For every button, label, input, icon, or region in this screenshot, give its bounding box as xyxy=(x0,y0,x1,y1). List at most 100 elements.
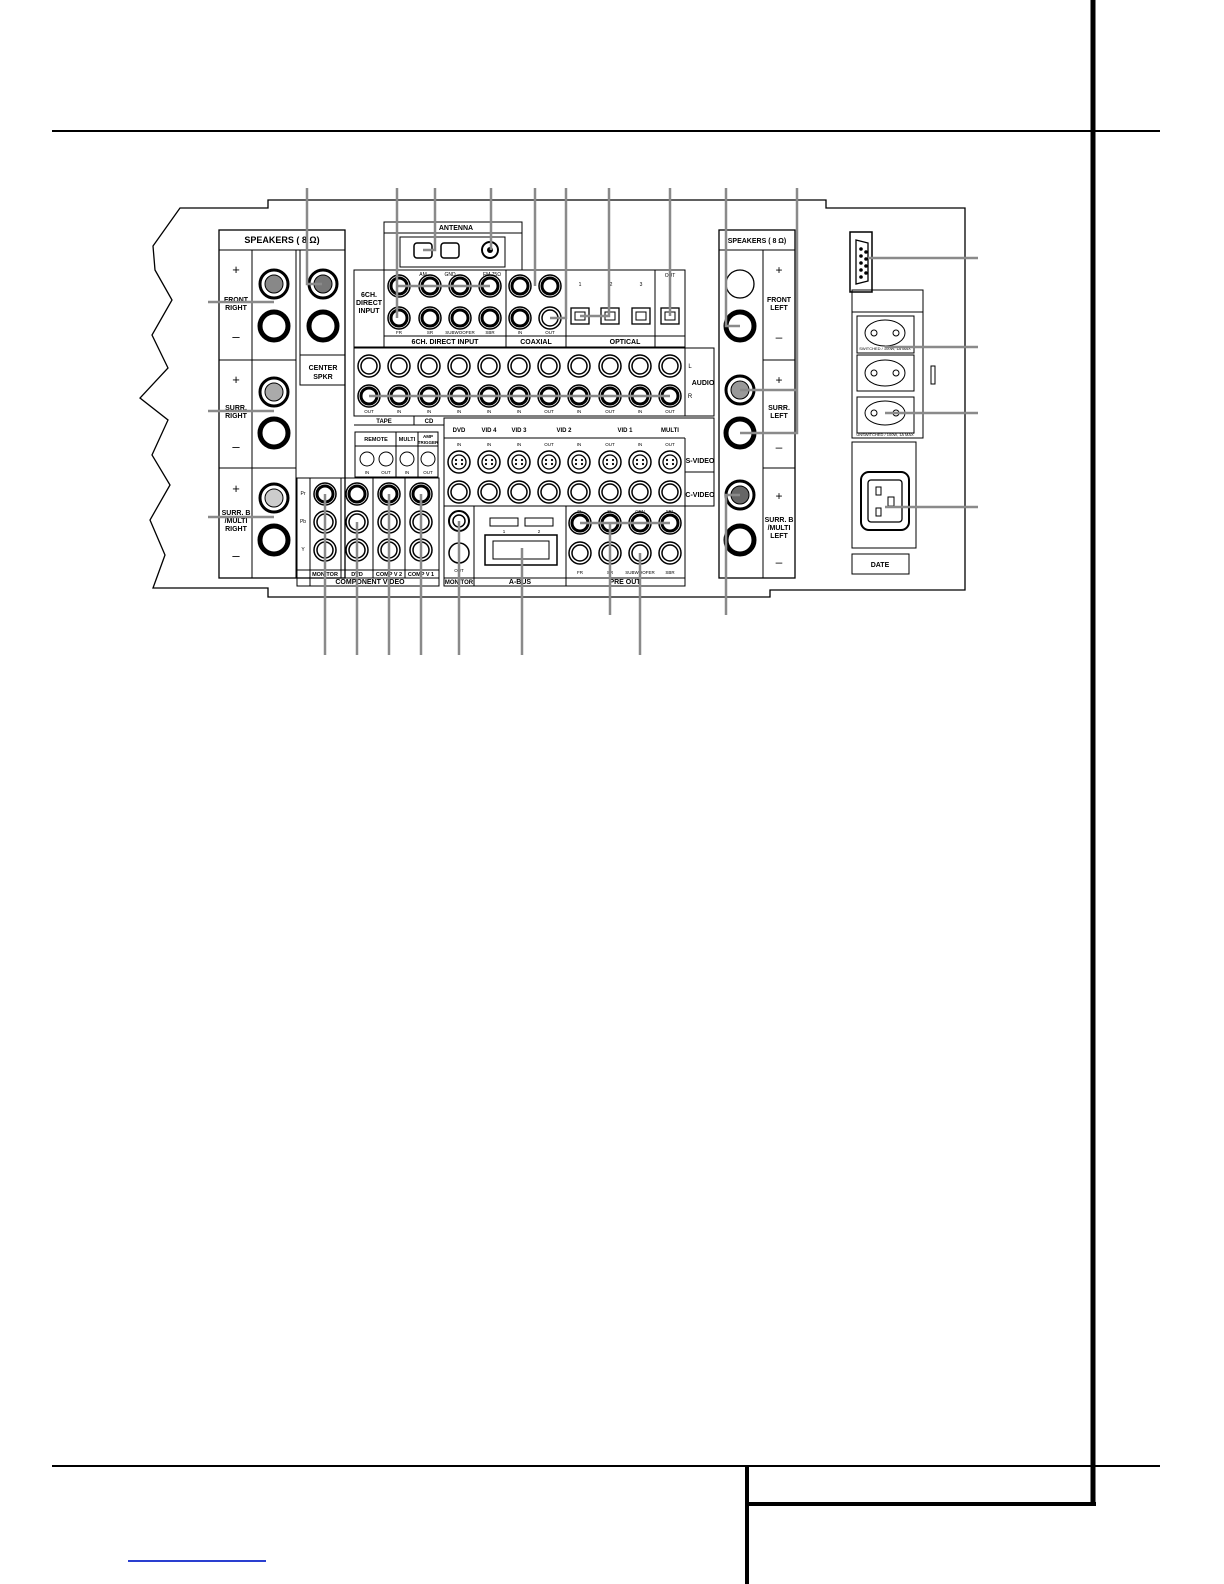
svg-text:AM: AM xyxy=(419,272,427,278)
io-label: IN xyxy=(427,409,432,414)
rca-jack-inner xyxy=(601,357,619,375)
svideo-pin xyxy=(671,458,675,462)
digital-and-6ch-block: 6CH. DIRECT INPUT 6CH. DIRECT INPUT COAX… xyxy=(353,269,686,348)
rca-jack-inner xyxy=(540,483,558,501)
svideo-jack-inner xyxy=(541,454,557,470)
svg-text:1: 1 xyxy=(503,529,506,534)
front-left-label: FRONT xyxy=(767,297,792,304)
component-video-block: Pr Pb Y MONITOR DVD COMP V 2 COMP V 1 CO… xyxy=(296,477,440,587)
source-dvd: DVD xyxy=(453,428,466,434)
minus-sign: – xyxy=(232,439,240,454)
svg-text:INPUT: INPUT xyxy=(359,308,381,315)
svideo-pin xyxy=(544,462,548,466)
rca-jack-inner xyxy=(347,484,367,504)
svg-text:SR: SR xyxy=(427,330,434,335)
abus-label: A-BUS xyxy=(509,579,531,586)
source-io-label: IN xyxy=(487,442,492,447)
front-right-label: FRONT xyxy=(224,297,249,304)
svideo-pin xyxy=(580,462,584,466)
source-io-label: IN xyxy=(638,442,643,447)
svg-text:3: 3 xyxy=(640,282,643,288)
svideo-jack-inner xyxy=(662,454,678,470)
rca-jack-inner xyxy=(420,357,438,375)
svideo-pin xyxy=(484,458,488,462)
svideo-pin xyxy=(460,458,464,462)
date-label: DATE xyxy=(871,562,890,569)
callout-line xyxy=(423,188,437,252)
source-vid4: VID 4 xyxy=(481,428,497,434)
svideo-jack-inner xyxy=(632,454,648,470)
rca-jack-inner xyxy=(450,308,470,328)
svg-text:SPKR: SPKR xyxy=(313,374,332,381)
svg-text:OUT: OUT xyxy=(545,330,555,335)
footer-link-underline[interactable] xyxy=(128,1560,266,1562)
svideo-pin xyxy=(514,458,518,462)
svg-text:IN: IN xyxy=(365,470,370,475)
source-io-label: IN xyxy=(517,442,522,447)
svg-text:OUT: OUT xyxy=(423,470,433,475)
svg-text:RIGHT: RIGHT xyxy=(225,305,248,312)
rca-jack-inner xyxy=(661,544,679,562)
io-label: OUT xyxy=(665,409,675,414)
svideo-jack-inner xyxy=(602,454,618,470)
io-label: IN xyxy=(487,409,492,414)
svideo-pin xyxy=(484,462,488,466)
rca-jack-inner xyxy=(389,308,409,328)
svg-text:IN: IN xyxy=(518,330,523,335)
svideo-pin xyxy=(490,462,494,466)
svg-text:L: L xyxy=(688,364,692,370)
multi-label: MULTI xyxy=(399,437,416,443)
svideo-pin xyxy=(641,462,645,466)
callout-leaders xyxy=(208,188,978,655)
svg-text:RIGHT: RIGHT xyxy=(225,526,248,533)
source-io-label: OUT xyxy=(665,442,675,447)
rca-jack-inner xyxy=(360,357,378,375)
svideo-pin xyxy=(460,462,464,466)
source-multi: MULTI xyxy=(661,428,679,434)
svideo-pin xyxy=(574,458,578,462)
callout-line xyxy=(305,188,322,286)
svg-text:Y: Y xyxy=(301,547,305,553)
svg-text:R: R xyxy=(688,394,693,400)
svideo-pin xyxy=(550,458,554,462)
svg-text:RIGHT: RIGHT xyxy=(225,413,248,420)
svideo-pin xyxy=(454,458,458,462)
io-label: OUT xyxy=(605,409,615,414)
speaker-terminals-left xyxy=(257,268,291,557)
svideo-pin xyxy=(580,458,584,462)
svideo-jack-inner xyxy=(571,454,587,470)
video-inputs-block: DVD VID 4 VID 3 VID 2 VID 1 MULTI S-VIDE… xyxy=(443,417,715,507)
svideo-pin xyxy=(665,458,669,462)
svideo-jack-inner xyxy=(451,454,467,470)
io-label: IN xyxy=(638,409,643,414)
rca-jack-inner xyxy=(510,483,528,501)
svg-text:LEFT: LEFT xyxy=(770,305,788,312)
svideo-jack-inner xyxy=(481,454,497,470)
svideo-pin xyxy=(514,462,518,466)
remote-trigger-block: REMOTE MULTI AMP TRIGGER IN OUT IN OUT xyxy=(354,431,439,478)
rca-jack-inner xyxy=(570,483,588,501)
minus-sign: – xyxy=(232,329,240,344)
plus-sign: + xyxy=(775,263,782,277)
svg-text:/MULTI: /MULTI xyxy=(225,518,248,525)
source-io-label: IN xyxy=(457,442,462,447)
plus-sign: + xyxy=(775,373,782,387)
svideo-pin xyxy=(605,462,609,466)
svideo-pin xyxy=(665,462,669,466)
rca-jack-inner xyxy=(631,357,649,375)
surr-left-label: SURR. xyxy=(768,405,790,412)
rca-jack-inner xyxy=(570,357,588,375)
svg-text:SBR: SBR xyxy=(665,570,675,575)
svg-text:1: 1 xyxy=(579,282,582,288)
composite-video-jacks xyxy=(447,480,682,504)
minus-sign: – xyxy=(776,555,783,569)
rca-jack-inner xyxy=(420,308,440,328)
callout-line xyxy=(724,188,740,328)
svideo-pin xyxy=(520,458,524,462)
svg-text:SUBWOOFER: SUBWOOFER xyxy=(445,330,475,335)
unswitched-outlet-label: UNSWITCHED / 100W, 1A MAX xyxy=(856,432,914,437)
rca-jack-inner xyxy=(540,357,558,375)
svideo-pin xyxy=(605,458,609,462)
rca-jack-inner xyxy=(631,483,649,501)
